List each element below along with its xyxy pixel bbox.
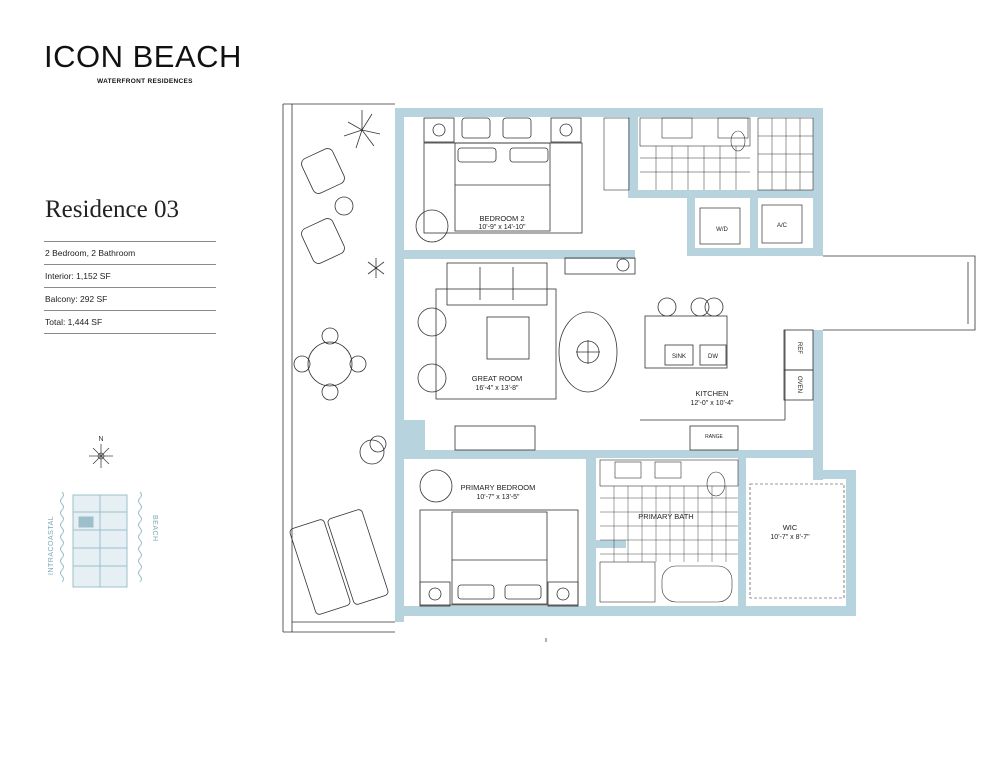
wic-name: WIC (783, 523, 798, 532)
sink-label: SINK (672, 354, 686, 360)
primary-bedroom-name: PRIMARY BEDROOM (461, 483, 536, 492)
wic-dims: 10'-7" x 8'-7" (770, 534, 810, 541)
wic-closet (749, 483, 845, 599)
sink-icon (664, 344, 694, 366)
toilet-icon (730, 130, 746, 152)
coffee-table-icon (486, 316, 530, 360)
toilet-icon (706, 471, 726, 497)
sun-lounger-icon (289, 519, 351, 615)
kitchen-island-icon (644, 315, 728, 369)
bathtub-icon (661, 565, 733, 603)
exterior-outline (823, 255, 976, 331)
beach-label: BEACH (151, 515, 158, 542)
sun-lounger-icon (327, 509, 389, 605)
sink-icon (661, 117, 693, 139)
ref-label: REF (796, 342, 802, 354)
stool-icon (657, 297, 677, 317)
primary-bedroom-dims: 10'-7" x 13'-5" (476, 494, 520, 501)
brand-block: ICON BEACH WATERFRONT RESIDENCES (44, 39, 242, 86)
north-label: N (98, 436, 103, 443)
building-keyplan-icon (72, 494, 128, 588)
balcony-furniture (289, 148, 389, 615)
bedroom2-name: BEDROOM 2 (479, 214, 524, 223)
spec-list: 2 Bedroom, 2 Bathroom Interior: 1,152 SF… (44, 241, 216, 334)
shower-icon (599, 561, 656, 603)
sink-icon (654, 461, 682, 479)
ac-unit-icon (761, 204, 803, 244)
bedroom2-dims: 10'-9" x 14'-10" (479, 224, 526, 231)
washer-dryer-icon (699, 207, 741, 245)
stool-icon (704, 297, 724, 317)
sink-icon (614, 461, 642, 479)
primary-bedroom-furniture (419, 469, 579, 607)
kitchen-furniture (640, 297, 814, 451)
patio-table-icon (307, 341, 353, 387)
spec-balcony: Balcony: 292 SF (44, 287, 216, 310)
oven-label: OVEN (796, 376, 802, 393)
kitchen-name: KITCHEN (696, 389, 729, 398)
floor-plan: BEDROOM 2 10'-9" x 14'-10" (282, 103, 976, 642)
water-wave-icon (60, 491, 142, 583)
nightstand-icon (423, 117, 455, 143)
nightstand-icon (419, 581, 451, 607)
kitchen-dims: 12'-0" x 10'-4" (690, 400, 734, 407)
spec-total: Total: 1,444 SF (44, 310, 216, 334)
balcony (282, 103, 395, 633)
primary-bath-tiles (600, 486, 738, 562)
great-room-dims: 16'-4" x 13'-8" (475, 385, 519, 392)
nightstand-icon (550, 117, 582, 143)
plant-icon (343, 110, 387, 465)
nightstand-icon (547, 581, 579, 607)
dining-table-icon (558, 311, 618, 393)
chair-icon (417, 307, 447, 337)
sink-icon (717, 117, 749, 139)
bedroom2-furniture (415, 117, 583, 243)
intracoastal-label: INTRACOASTAL (48, 516, 55, 575)
key-plan: N INTRACOASTAL BEACH (48, 436, 158, 588)
primary-bath-fixtures (599, 459, 739, 603)
chair-icon (419, 469, 453, 503)
oven-icon (783, 369, 814, 401)
chair-icon (417, 363, 447, 393)
range-label: RANGE (705, 434, 723, 440)
laundry (699, 204, 803, 245)
great-room-name: GREAT ROOM (472, 374, 523, 383)
bed-icon (451, 511, 548, 605)
residence-title: Residence 03 (45, 196, 179, 223)
range-icon (689, 425, 739, 451)
sofa-icon (446, 262, 548, 306)
lounge-chair-icon (301, 218, 345, 264)
dw-label: DW (708, 354, 718, 360)
lounge-chair-icon (301, 148, 345, 194)
compass-icon (89, 444, 113, 468)
chair-icon (415, 209, 449, 243)
walls (395, 108, 856, 622)
dishwasher-icon (699, 344, 727, 366)
ac-label: A/C (777, 223, 788, 229)
wd-label: W/D (716, 227, 728, 233)
brand-tagline: WATERFRONT RESIDENCES (97, 78, 193, 85)
spec-bedrooms: 2 Bedroom, 2 Bathroom (44, 241, 216, 264)
great-room-furniture (417, 257, 636, 451)
primary-bath-name: PRIMARY BATH (638, 512, 693, 521)
spec-interior: Interior: 1,152 SF (44, 264, 216, 287)
brand-title: ICON BEACH (44, 39, 242, 74)
stool-icon (690, 297, 710, 317)
bath2-tiles (640, 118, 813, 190)
